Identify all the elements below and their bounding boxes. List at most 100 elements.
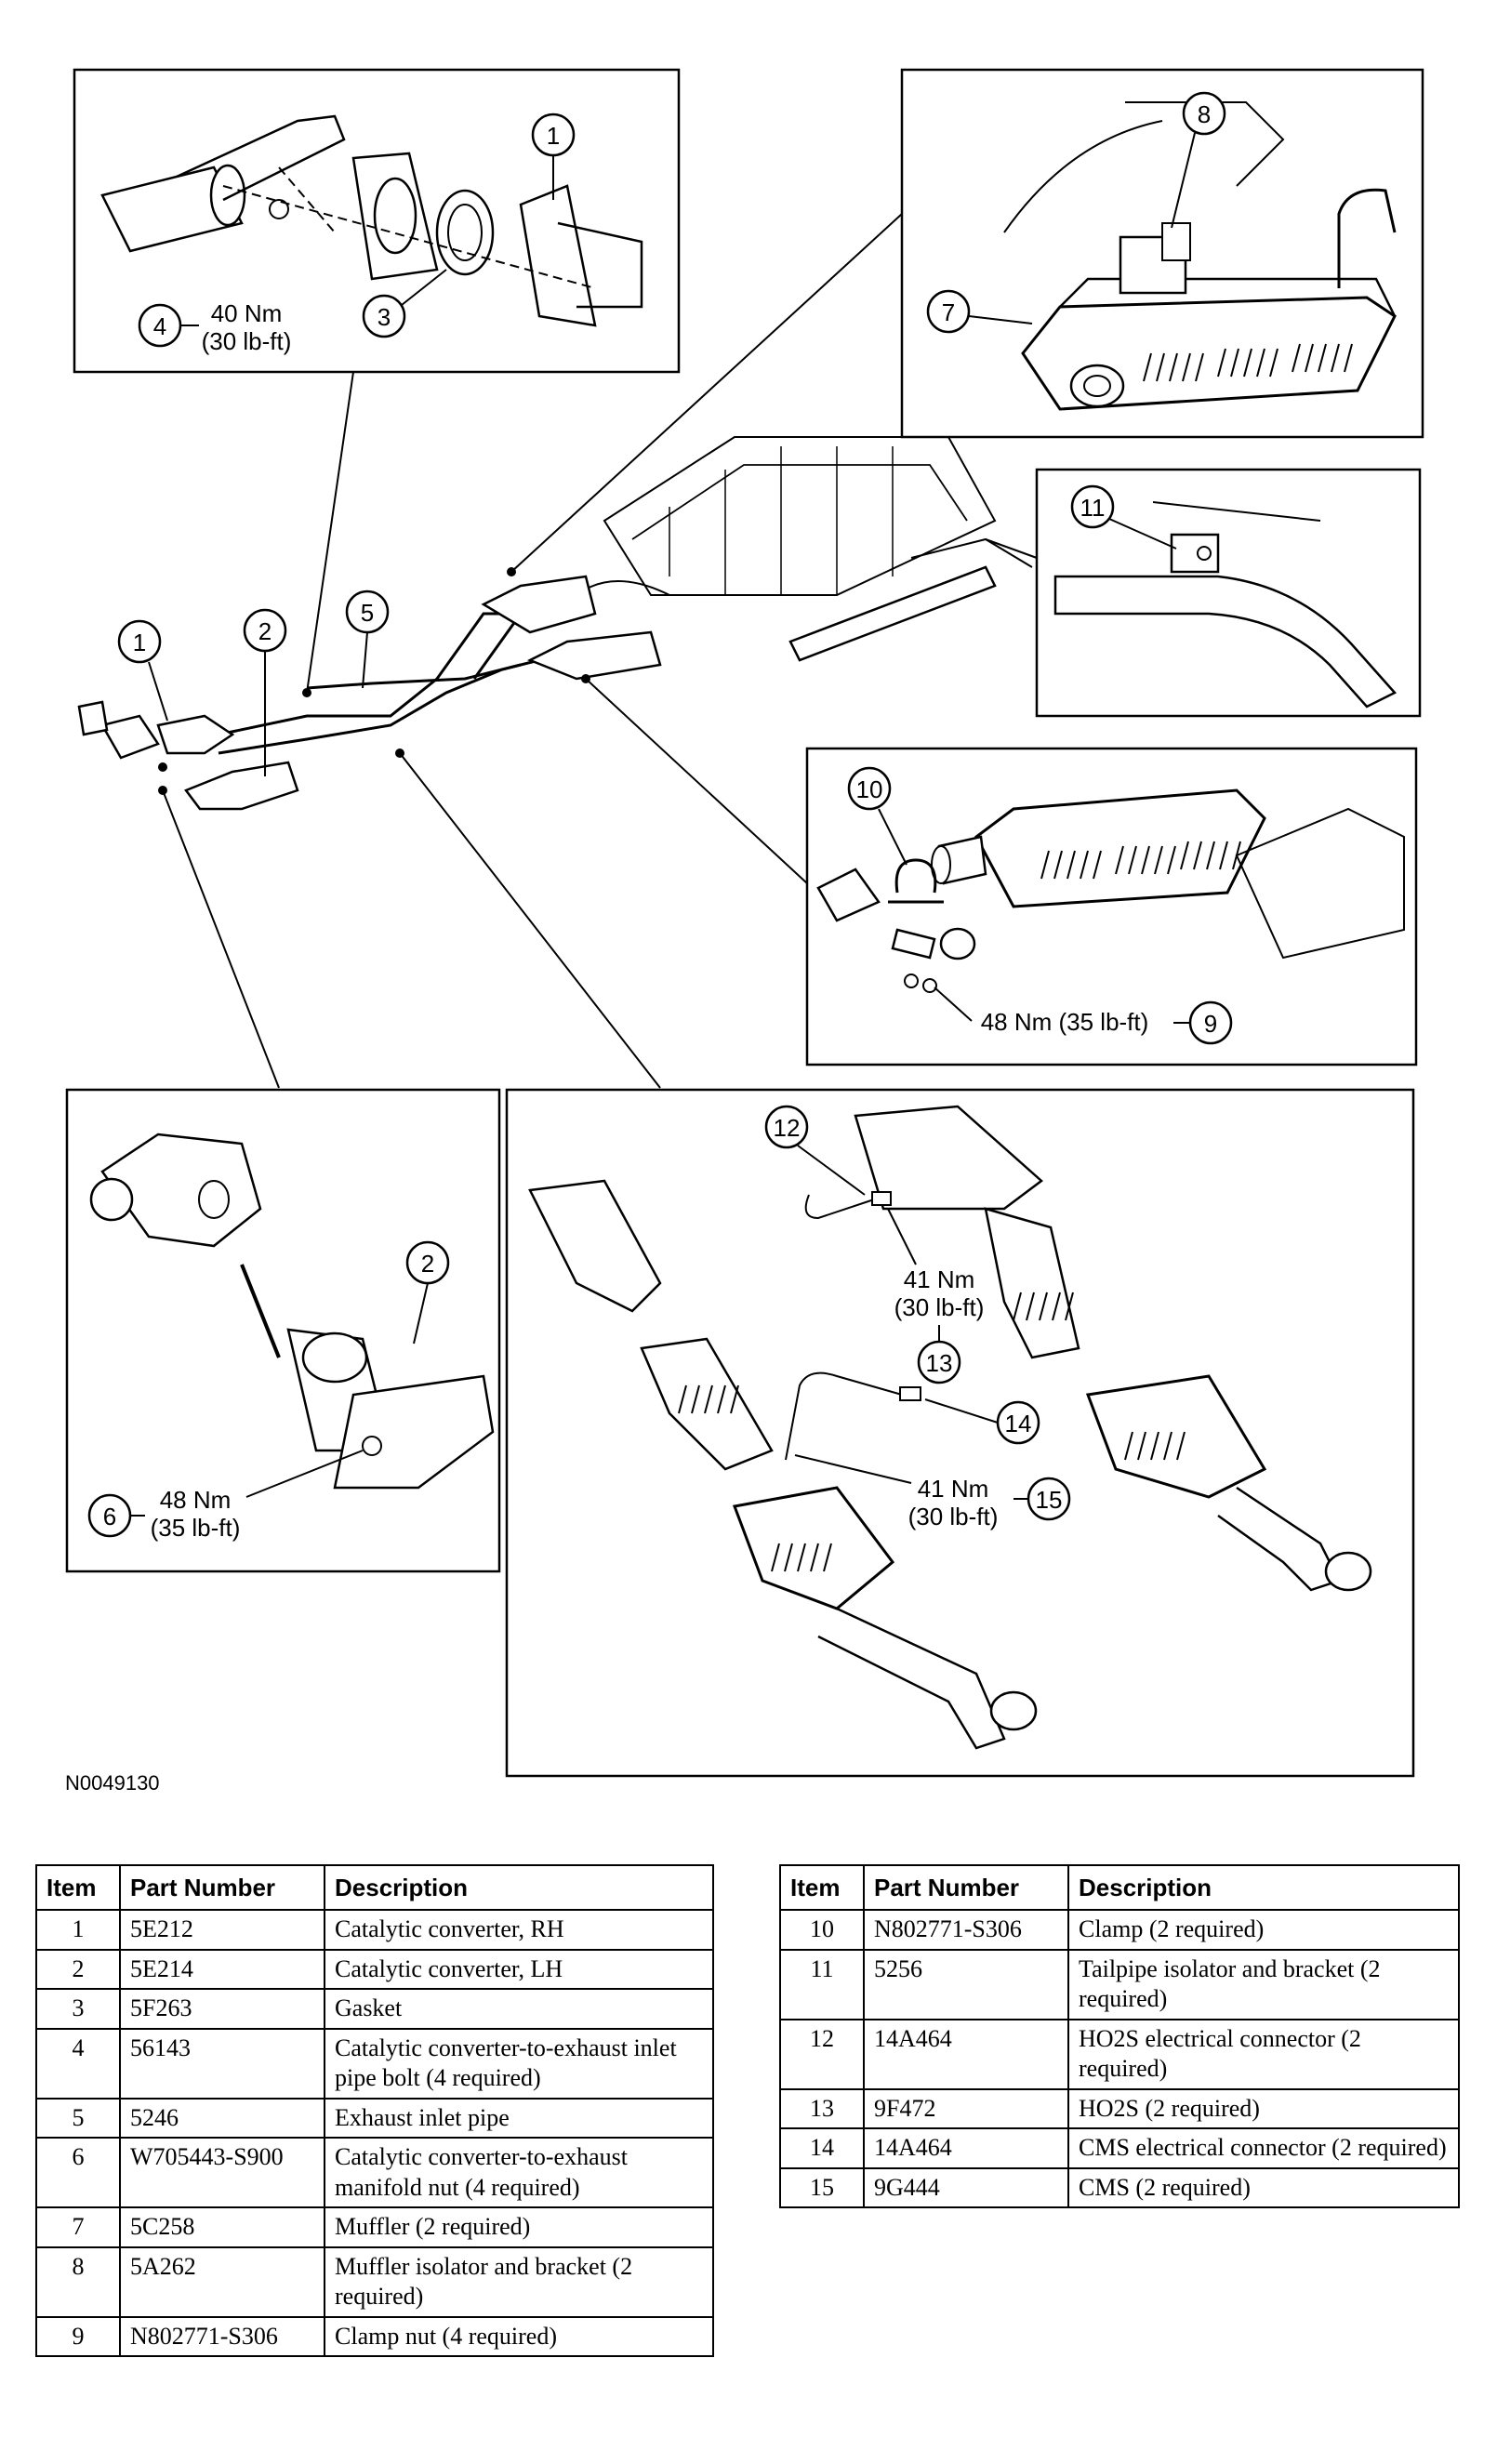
svg-text:1: 1 xyxy=(547,122,560,150)
cell-part-number: 5C258 xyxy=(119,2206,325,2248)
cell-item: 14 xyxy=(779,2127,865,2169)
detail-box-inlet-pipe-joint: 1 3 4 40 Nm (30 lb-ft) xyxy=(73,68,681,374)
table-header-row: Item Part Number Description xyxy=(35,1864,714,1911)
svg-text:1: 1 xyxy=(133,629,146,656)
cell-item: 9 xyxy=(35,2315,121,2357)
header-item: Item xyxy=(779,1864,865,1911)
cell-description: HO2S electrical connector (2 required) xyxy=(1067,2018,1460,2090)
svg-text:5: 5 xyxy=(361,599,374,627)
svg-text:9: 9 xyxy=(1204,1010,1217,1038)
callout-8: 8 xyxy=(1171,91,1226,229)
cell-description: Tailpipe isolator and bracket (2 require… xyxy=(1067,1948,1460,2020)
exhaust-assembly-overview: 1 2 5 xyxy=(77,213,1038,1089)
callout-6: 6 xyxy=(87,1493,145,1538)
svg-text:8: 8 xyxy=(1198,100,1211,128)
cell-item: 8 xyxy=(35,2245,121,2318)
callout-5: 5 xyxy=(345,590,390,689)
cell-part-number: 5246 xyxy=(119,2097,325,2139)
cell-description: CMS electrical connector (2 required) xyxy=(1067,2127,1460,2169)
torque-label-4-line2: (30 lb-ft) xyxy=(202,327,292,355)
cell-item: 12 xyxy=(779,2018,865,2090)
cell-description: CMS (2 required) xyxy=(1067,2166,1460,2208)
torque-label-6-line1: 48 Nm xyxy=(160,1486,232,1514)
cell-part-number: N802771-S306 xyxy=(119,2315,325,2357)
detail-box-muffler: 7 8 xyxy=(900,68,1424,439)
detail-box-sensors: 12 41 Nm (30 lb-ft) 13 14 41 Nm (30 lb-f… xyxy=(505,1088,1415,1778)
cell-description: Muffler isolator and bracket (2 required… xyxy=(324,2245,714,2318)
cell-part-number: 5F263 xyxy=(119,1988,325,2030)
cell-description: Muffler (2 required) xyxy=(324,2206,714,2248)
detail-box-manifold-nut: 2 6 48 Nm (35 lb-ft) xyxy=(65,1088,501,1573)
header-item: Item xyxy=(35,1864,121,1911)
cell-item: 2 xyxy=(35,1948,121,1990)
torque-label-15-line2: (30 lb-ft) xyxy=(908,1503,999,1530)
header-description: Description xyxy=(1067,1864,1460,1911)
cell-part-number: 5256 xyxy=(863,1948,1069,2020)
exhaust-system-diagram: 1 3 4 40 Nm (30 lb-ft) xyxy=(65,68,1424,1778)
header-part-number: Part Number xyxy=(863,1864,1069,1911)
cell-part-number: W705443-S900 xyxy=(119,2137,325,2208)
callout-9: 9 xyxy=(1173,1000,1233,1045)
svg-text:10: 10 xyxy=(856,775,883,803)
cell-part-number: 9G444 xyxy=(863,2166,1069,2208)
svg-text:3: 3 xyxy=(378,303,391,331)
callout-3: 3 xyxy=(362,269,447,338)
callout-2-detail: 2 xyxy=(405,1240,450,1345)
cell-description: Clamp nut (4 required) xyxy=(324,2315,714,2357)
cell-part-number: 14A464 xyxy=(863,2127,1069,2169)
callout-2-overview: 2 xyxy=(243,608,287,776)
cell-part-number: 56143 xyxy=(119,2027,325,2100)
detail-box-tailpipe-isolator: 11 xyxy=(1035,468,1422,718)
cell-part-number: 14A464 xyxy=(863,2018,1069,2090)
cell-item: 13 xyxy=(779,2087,865,2129)
cell-item: 4 xyxy=(35,2027,121,2100)
detail-box-clamp: 10 9 48 Nm (35 lb-ft) xyxy=(805,747,1418,1066)
cell-description: Catalytic converter-to-exhaust inlet pip… xyxy=(324,2027,714,2100)
callout-13: 13 xyxy=(917,1325,961,1384)
svg-text:12: 12 xyxy=(774,1114,801,1142)
callout-4: 4 xyxy=(138,303,199,348)
table-header-row: Item Part Number Description xyxy=(779,1864,1460,1911)
callout-10: 10 xyxy=(847,766,907,866)
callout-15: 15 xyxy=(1013,1477,1071,1521)
torque-label-6-line2: (35 lb-ft) xyxy=(151,1514,241,1542)
cell-part-number: 5E212 xyxy=(119,1909,325,1951)
cell-description: Catalytic converter, RH xyxy=(324,1909,714,1951)
torque-label-15-line1: 41 Nm xyxy=(918,1475,989,1503)
header-description: Description xyxy=(324,1864,714,1911)
callout-1-top-detail: 1 xyxy=(531,113,576,200)
svg-text:15: 15 xyxy=(1036,1486,1063,1514)
cell-part-number: N802771-S306 xyxy=(863,1909,1069,1951)
callout-7: 7 xyxy=(926,289,1033,334)
cell-description: Clamp (2 required) xyxy=(1067,1909,1460,1951)
callout-14: 14 xyxy=(924,1398,1040,1445)
cell-item: 1 xyxy=(35,1909,121,1951)
cell-item: 11 xyxy=(779,1948,865,2020)
cell-description: Catalytic converter, LH xyxy=(324,1948,714,1990)
cell-description: Exhaust inlet pipe xyxy=(324,2097,714,2139)
torque-label-13-line1: 41 Nm xyxy=(904,1265,975,1293)
cell-part-number: 9F472 xyxy=(863,2087,1069,2129)
cell-item: 3 xyxy=(35,1988,121,2030)
callout-1-overview: 1 xyxy=(117,619,168,722)
cell-item: 6 xyxy=(35,2137,121,2208)
cell-item: 5 xyxy=(35,2097,121,2139)
cell-description: Gasket xyxy=(324,1988,714,2030)
cell-description: HO2S (2 required) xyxy=(1067,2087,1460,2129)
svg-text:14: 14 xyxy=(1005,1410,1032,1437)
cell-item: 7 xyxy=(35,2206,121,2248)
torque-label-13-line2: (30 lb-ft) xyxy=(894,1293,985,1321)
svg-text:6: 6 xyxy=(103,1503,116,1530)
